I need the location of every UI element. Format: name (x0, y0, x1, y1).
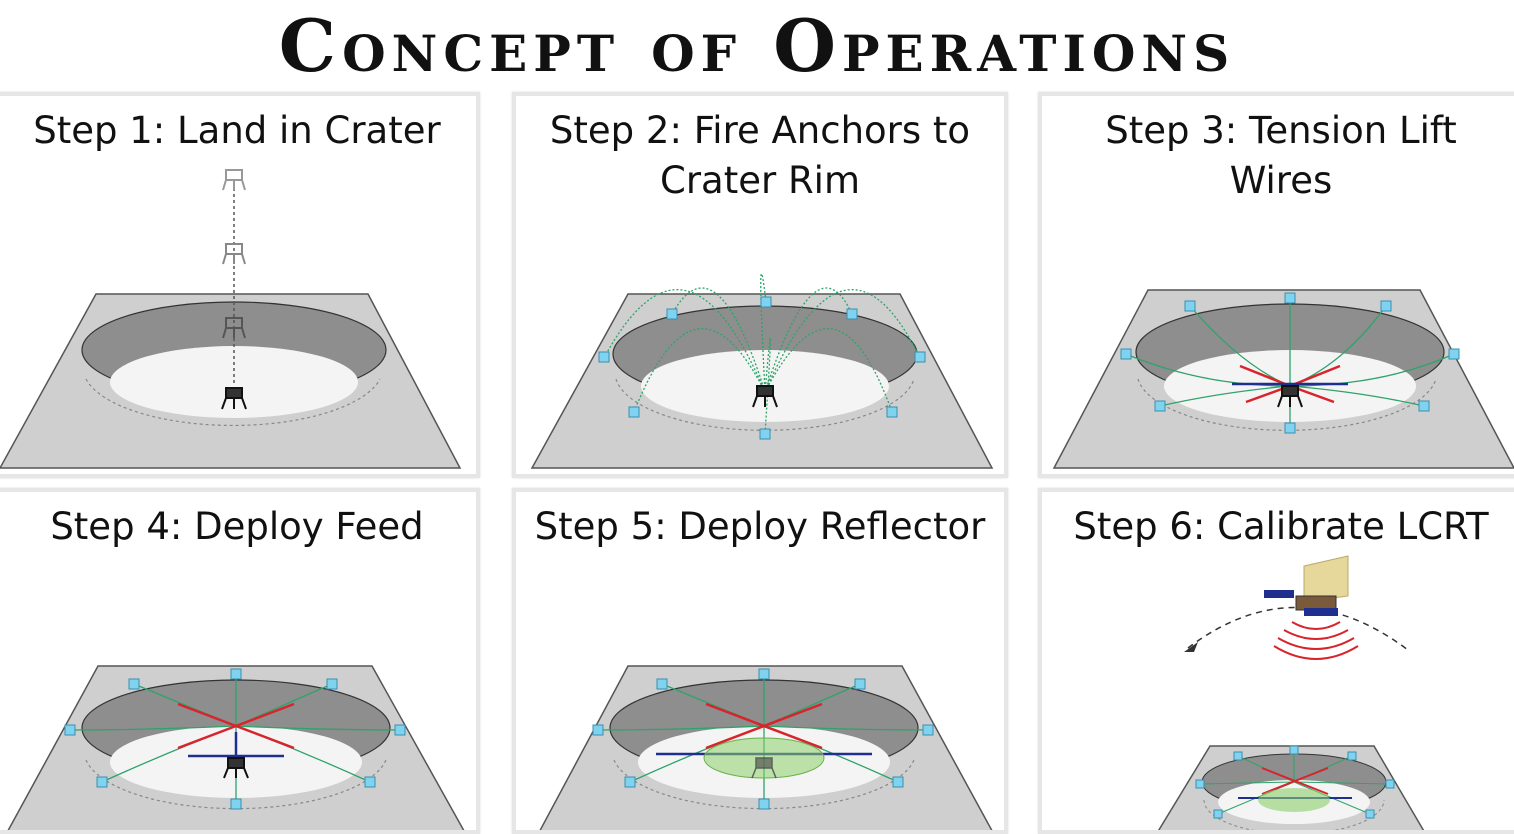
feed-icon (751, 757, 777, 779)
satellite-icon (1264, 555, 1349, 616)
anchor-icons (592, 668, 934, 810)
reflector-dish (1258, 788, 1330, 812)
lander-icon (1277, 385, 1303, 408)
step-4-title: Step 4: Deploy Feed (50, 505, 424, 548)
step-5-panel: Step 5: Deploy Reflector (512, 488, 1008, 834)
signal-waves-icon (1273, 621, 1359, 660)
step-1-panel: Step 1: Land in Crater (0, 92, 480, 478)
step-4-diagram (7, 665, 465, 830)
lander-icon (221, 387, 247, 410)
anchor-icons (1195, 745, 1395, 819)
step-3-title: Step 3: Tension Lift Wires (1105, 109, 1457, 202)
page-title: Concept of Operations (278, 3, 1236, 88)
step-6-panel: Step 6: Calibrate LCRT (1038, 488, 1514, 834)
anchor-icons (598, 296, 926, 440)
lift-wires (705, 702, 823, 750)
step-6-diagram (1157, 555, 1425, 830)
step-5-title: Step 5: Deploy Reflector (534, 505, 986, 548)
step-1-title: Step 1: Land in Crater (33, 109, 441, 152)
orbit-path-arrow (1187, 606, 1409, 651)
orbit-arrowhead (1184, 642, 1198, 652)
step-2-diagram (530, 273, 994, 469)
anchor-trajectories (603, 273, 921, 435)
anchor-icons (1120, 292, 1460, 434)
anchor-icons (64, 668, 406, 810)
step-1-diagram (0, 169, 462, 469)
step-5-diagram (539, 665, 993, 830)
lander-icon (222, 243, 246, 265)
lift-wires (1261, 767, 1329, 795)
step-3-diagram (1052, 289, 1514, 469)
feed-wires (188, 732, 284, 760)
step-3-panel: Step 3: Tension Lift Wires (1038, 92, 1514, 478)
feed-icon (223, 757, 249, 779)
step-6-title: Step 6: Calibrate LCRT (1073, 505, 1489, 548)
lander-icon (752, 385, 778, 408)
step-4-panel: Step 4: Deploy Feed (0, 488, 480, 834)
step-2-panel: Step 2: Fire Anchors to Crater Rim (512, 92, 1008, 478)
lander-icon (222, 169, 246, 191)
step-2-title: Step 2: Fire Anchors to Crater Rim (549, 109, 971, 202)
lift-wires (177, 702, 295, 750)
lander-icon (222, 317, 246, 339)
